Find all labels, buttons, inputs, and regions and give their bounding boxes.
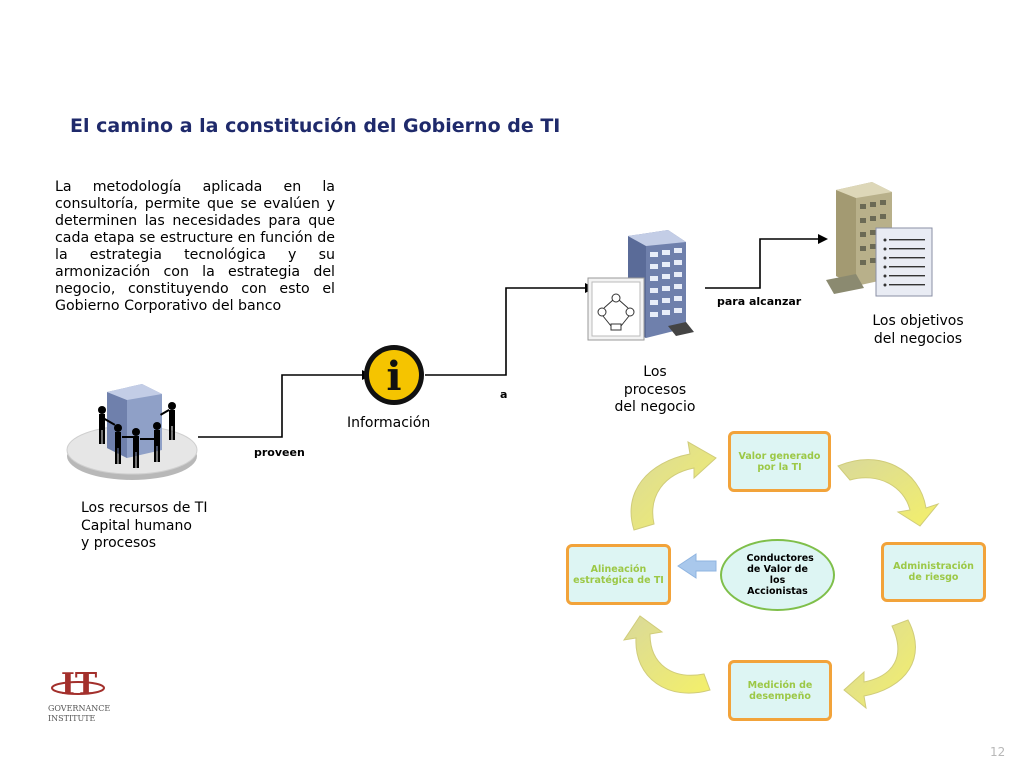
- it-resources-icon: [66, 384, 198, 480]
- information-label: Información: [347, 415, 431, 431]
- it-governance-logo: IT GOVERNANCE INSTITUTE: [48, 666, 118, 724]
- information-icon: i: [364, 345, 424, 405]
- objectives-label-line2: del negocios: [873, 330, 963, 347]
- cycle-box-performance: Medición de desempeño: [728, 660, 832, 721]
- cycle-box-value: Valor generado por la TI: [728, 431, 831, 492]
- logo-mark-text: IT: [61, 667, 98, 700]
- intro-paragraph: La metodología aplicada en la consultorí…: [55, 179, 335, 314]
- resources-label-line3: y procesos: [81, 535, 157, 551]
- cycle-arrow-top-right: [837, 459, 940, 527]
- resources-label: Los recursos de TI Capital humano y proc…: [81, 500, 208, 553]
- processes-label: Los procesos del negocio: [610, 364, 700, 417]
- processes-label-line2: del negocio: [614, 399, 696, 415]
- information-glyph: i: [386, 353, 401, 400]
- slide-title: El camino a la constitución del Gobierno…: [70, 115, 561, 137]
- logo-line1: GOVERNANCE: [48, 704, 111, 713]
- business-processes-icon: [587, 230, 694, 341]
- resources-label-line2: Capital humano: [81, 517, 192, 534]
- cycle-center-ellipse: Conductores de Valor de los Accionistas: [720, 539, 835, 611]
- connector-processes-objectives: [705, 238, 818, 289]
- cycle-arrow-right-bottom: [843, 619, 916, 710]
- resources-label-line1: Los recursos de TI: [81, 500, 208, 516]
- connector-resources-info: [198, 374, 362, 438]
- cycle-box-value-text: Valor generado por la TI: [738, 450, 821, 473]
- business-objectives-icon: [826, 182, 933, 297]
- logo-line2: INSTITUTE: [48, 714, 96, 723]
- page-number: 12: [990, 745, 1006, 759]
- arrowhead-objectives: [818, 234, 828, 244]
- cycle-arrow-bottom-left: [622, 615, 711, 694]
- para-alcanzar-label: para alcanzar: [717, 295, 802, 308]
- cycle-box-alignment: Alineación estratégica de TI: [566, 544, 671, 605]
- connector-info-processes: [425, 287, 585, 376]
- logo-mark-icon: IT: [51, 667, 105, 702]
- logo-text: GOVERNANCE INSTITUTE: [48, 704, 118, 724]
- proveen-label: proveen: [254, 446, 305, 459]
- objectives-label: Los objetivos del negocios: [866, 313, 970, 348]
- cycle-arrow-left-top: [630, 441, 717, 531]
- cycle-box-risk-text: Administración de riesgo: [893, 561, 974, 583]
- objectives-label-line1: Los objetivos: [872, 313, 964, 329]
- center-to-left-arrow: [677, 553, 717, 579]
- cycle-box-risk: Administración de riesgo: [881, 542, 986, 602]
- cycle-box-alignment-text: Alineación estratégica de TI: [573, 563, 664, 586]
- cycle-center-text: Conductores de Valor de los Accionistas: [746, 553, 814, 597]
- cycle-box-performance-text: Medición de desempeño: [747, 679, 813, 702]
- processes-label-line1: Los procesos: [623, 364, 687, 398]
- cycle-arrows: [622, 441, 940, 710]
- a-label: a: [500, 388, 508, 401]
